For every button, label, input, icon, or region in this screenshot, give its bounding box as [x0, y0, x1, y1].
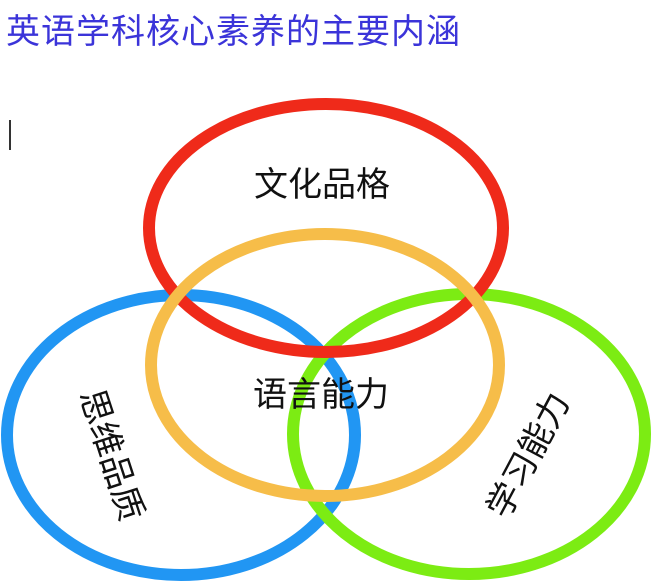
ring-cultural-character — [143, 98, 509, 358]
label-thinking-quality: 思维品质 — [71, 384, 151, 526]
text-cursor — [9, 120, 11, 150]
label-cultural-character: 文化品格 — [254, 165, 390, 205]
page-title: 英语学科核心素养的主要内涵 — [6, 12, 461, 52]
label-language-ability: 语言能力 — [253, 375, 389, 415]
ring-language-ability — [145, 228, 505, 502]
